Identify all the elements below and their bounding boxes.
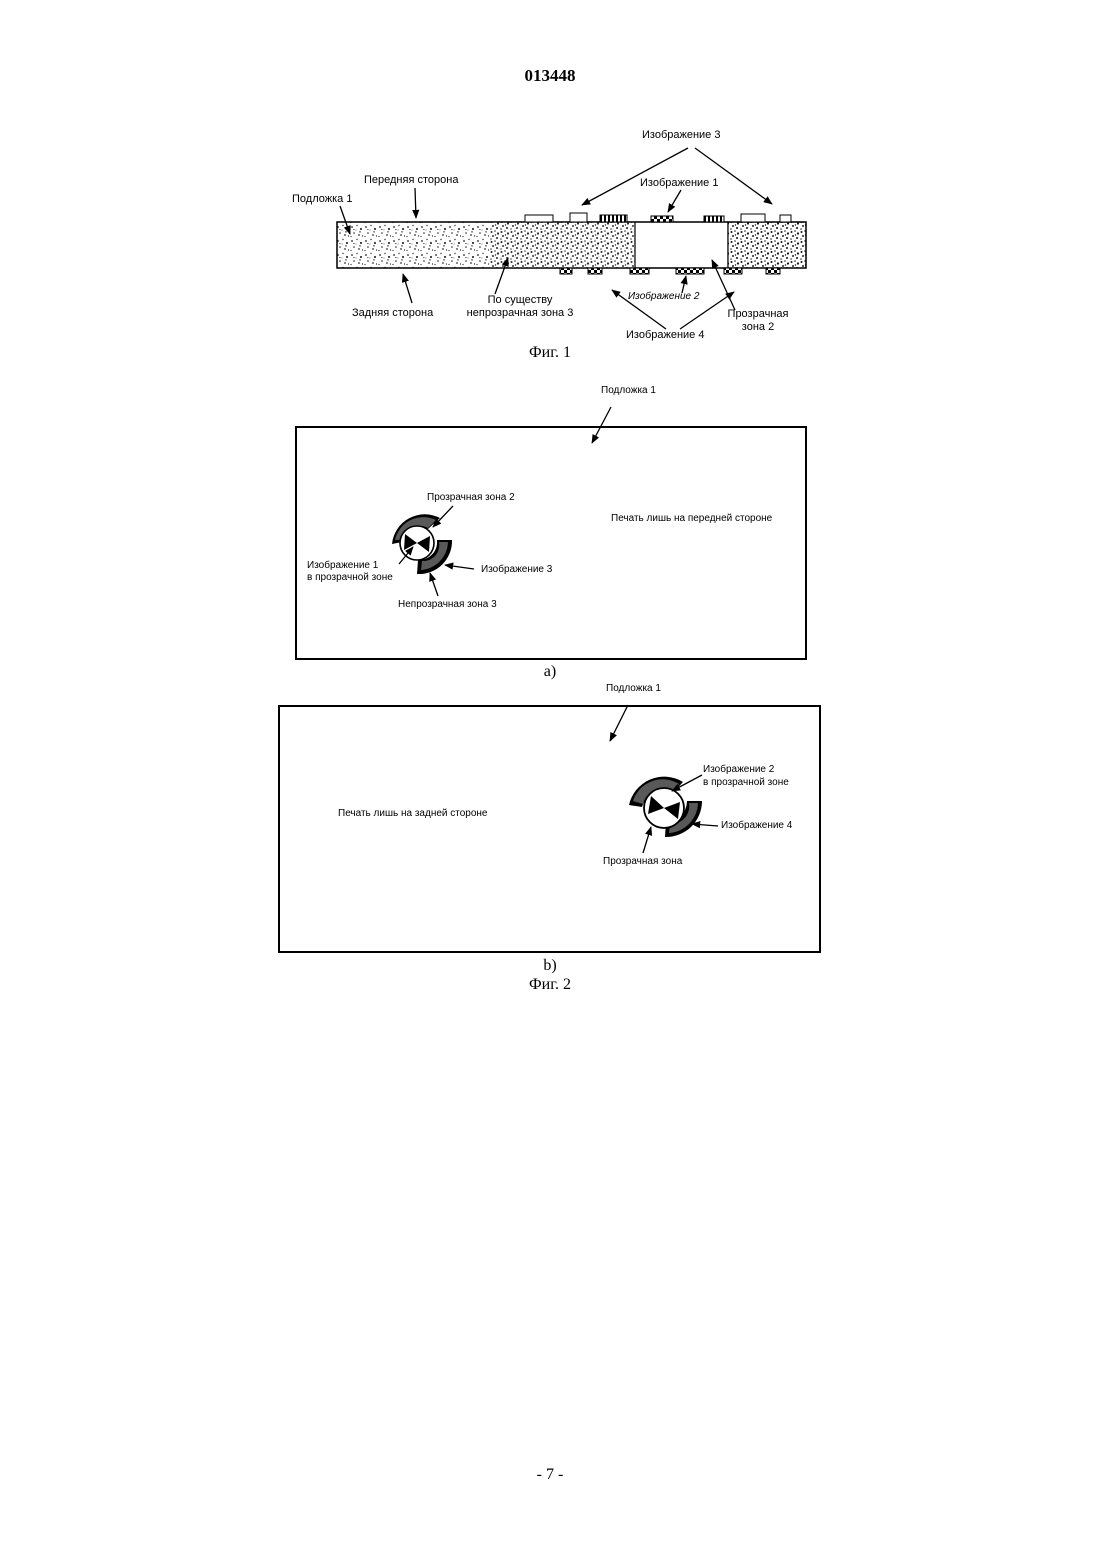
label-image2-b-1: Изображение 2 xyxy=(703,764,774,776)
fig2b-subcaption: b) xyxy=(0,957,1100,975)
label-image4-b: Изображение 4 xyxy=(721,820,792,832)
fig2-caption: Фиг. 2 xyxy=(0,976,1100,994)
label-substrate-b: Подложка 1 xyxy=(606,683,661,695)
label-print-back: Печать лишь на задней стороне xyxy=(338,808,488,820)
label-transparent-zone-b: Прозрачная зона xyxy=(603,856,682,868)
label-image2-b-2: в прозрачной зоне xyxy=(703,777,789,789)
page-number: - 7 - xyxy=(0,1466,1100,1484)
